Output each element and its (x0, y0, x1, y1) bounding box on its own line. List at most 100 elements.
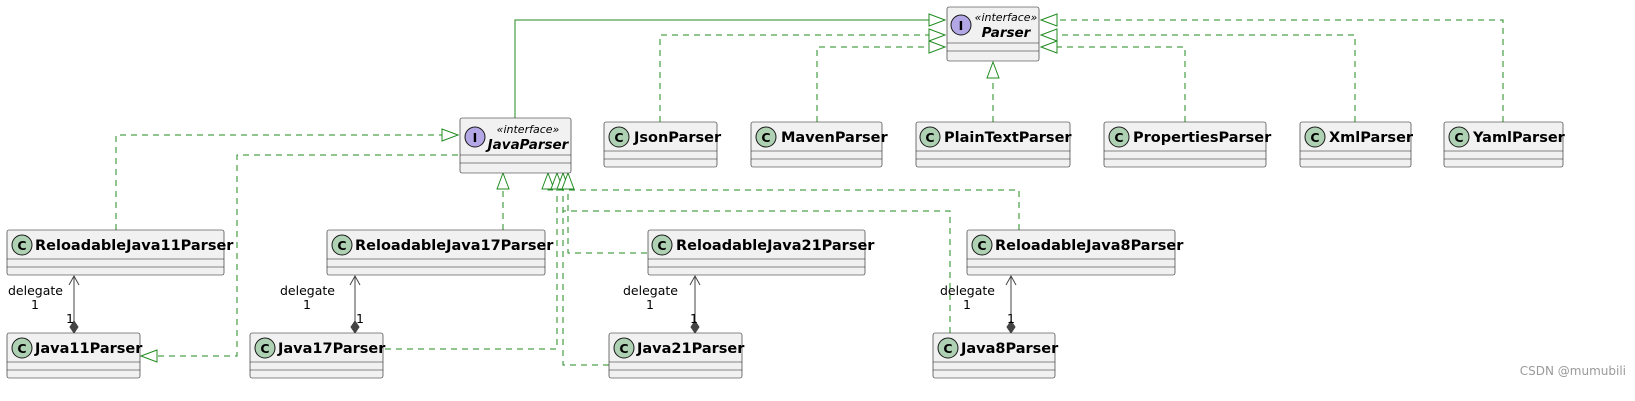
arrowhead (928, 13, 947, 27)
j21-implements-javaparser-line (562, 173, 609, 366)
badge-letter: C (1454, 130, 1463, 145)
rj11-implements-javaparser-line (115, 134, 458, 230)
target-multiplicity: 1 (66, 311, 74, 326)
class-java17parser[interactable]: C Java17Parser (249, 332, 386, 379)
class-javaparser[interactable]: I «interface» JavaParser (459, 117, 572, 174)
composition-arrow-17 (349, 274, 361, 286)
rj8-implements-javaparser-line (547, 173, 1020, 230)
delegate-label: delegate (623, 283, 678, 298)
class-box (6, 332, 141, 379)
interface-badge-icon (950, 14, 972, 36)
properties-implements-parser-line (1041, 46, 1186, 122)
class-java8parser[interactable]: C Java8Parser (932, 332, 1059, 379)
arrowhead (441, 128, 460, 142)
maven-implements-parser-line (816, 46, 945, 122)
arrowhead (541, 171, 555, 190)
class-reloadablejava8parser[interactable]: C ReloadableJava8Parser (966, 229, 1184, 276)
class-name: Java17Parser (277, 341, 386, 357)
class-propertiesparser[interactable]: C PropertiesParser (1103, 121, 1272, 168)
class-badge-icon (254, 337, 276, 359)
xml-implements-parser-line (1041, 34, 1356, 122)
stereotype-label: «interface» (975, 11, 1038, 24)
composition-arrow-21 (689, 274, 701, 286)
class-box (603, 121, 718, 168)
class-box (326, 229, 546, 276)
composition-arrow-11 (68, 274, 80, 286)
composition-arrow-8 (1005, 274, 1017, 286)
class-name: ReloadableJava21Parser (676, 238, 875, 254)
class-badge-icon (613, 337, 635, 359)
yaml-implements-parser-line (1041, 19, 1504, 122)
j11-implements-javaparser-line (141, 154, 458, 357)
class-badge-icon (1304, 126, 1326, 148)
delegate-multiplicity: 1 (646, 297, 654, 312)
class-name: ReloadableJava17Parser (355, 238, 554, 254)
delegate-multiplicity: 1 (963, 297, 971, 312)
badge-letter: C (619, 341, 628, 356)
arrowhead (496, 171, 510, 190)
class-name: PlainTextParser (944, 130, 1072, 146)
class-box (750, 121, 883, 168)
class-reloadablejava21parser[interactable]: C ReloadableJava21Parser (647, 229, 875, 276)
arrow-heads (139, 13, 1058, 363)
arrowhead (1039, 40, 1058, 54)
class-jsonparser[interactable]: C JsonParser (603, 121, 722, 168)
stereotype-label: «interface» (497, 123, 560, 136)
target-multiplicity: 1 (356, 311, 364, 326)
class-xmlparser[interactable]: C XmlParser (1299, 121, 1414, 168)
class-java21parser[interactable]: C Java21Parser (608, 332, 745, 379)
badge-letter: C (1310, 130, 1319, 145)
class-badge-icon (11, 337, 33, 359)
badge-letter: C (17, 238, 26, 253)
class-name: ReloadableJava8Parser (995, 238, 1184, 254)
class-plaintextparser[interactable]: C PlainTextParser (915, 121, 1072, 168)
class-badge-icon (919, 126, 941, 148)
arrowhead (1039, 13, 1058, 27)
class-java11parser[interactable]: C Java11Parser (6, 332, 143, 379)
class-name: YamlParser (1472, 130, 1566, 146)
class-badge-icon (755, 126, 777, 148)
class-box (6, 229, 225, 276)
class-box (608, 332, 743, 379)
arrowhead (1039, 28, 1058, 42)
class-reloadablejava17parser[interactable]: C ReloadableJava17Parser (326, 229, 554, 276)
arrowhead (928, 28, 947, 42)
class-box (459, 117, 572, 174)
class-box (1299, 121, 1412, 168)
class-mavenparser[interactable]: C MavenParser (750, 121, 888, 168)
class-name: PropertiesParser (1133, 130, 1272, 146)
arrowhead (561, 171, 575, 190)
class-badge-icon (937, 337, 959, 359)
badge-letter: I (959, 18, 964, 33)
j17-implements-javaparser-line (385, 173, 558, 350)
watermark: CSDN @mumubili (1520, 364, 1626, 378)
interface-badge-icon (464, 126, 486, 148)
class-box (915, 121, 1071, 168)
class-parser[interactable]: I «interface» Parser (946, 6, 1040, 62)
class-name: Parser (982, 25, 1032, 41)
badge-letter: C (17, 341, 26, 356)
arrowhead (139, 349, 158, 363)
class-badge-icon (651, 234, 673, 256)
class-badge-icon (11, 234, 33, 256)
class-yamlparser[interactable]: C YamlParser (1443, 121, 1566, 168)
badge-letter: C (614, 130, 623, 145)
class-box (249, 332, 384, 379)
class-name: XmlParser (1329, 130, 1414, 146)
badge-letter: C (977, 238, 986, 253)
class-name: MavenParser (781, 130, 888, 146)
class-name: Java11Parser (34, 341, 143, 357)
badge-letter: C (1114, 130, 1123, 145)
class-badge-icon (971, 234, 993, 256)
target-multiplicity: 1 (690, 311, 698, 326)
class-reloadablejava11parser[interactable]: C ReloadableJava11Parser (6, 229, 234, 276)
badge-letter: C (925, 130, 934, 145)
badge-letter: C (260, 341, 269, 356)
class-box (932, 332, 1056, 379)
class-name: Java8Parser (960, 341, 1059, 357)
delegate-label: delegate (280, 283, 335, 298)
target-multiplicity: 1 (1007, 311, 1015, 326)
json-implements-parser-line (659, 34, 945, 122)
class-name: ReloadableJava11Parser (35, 238, 234, 254)
